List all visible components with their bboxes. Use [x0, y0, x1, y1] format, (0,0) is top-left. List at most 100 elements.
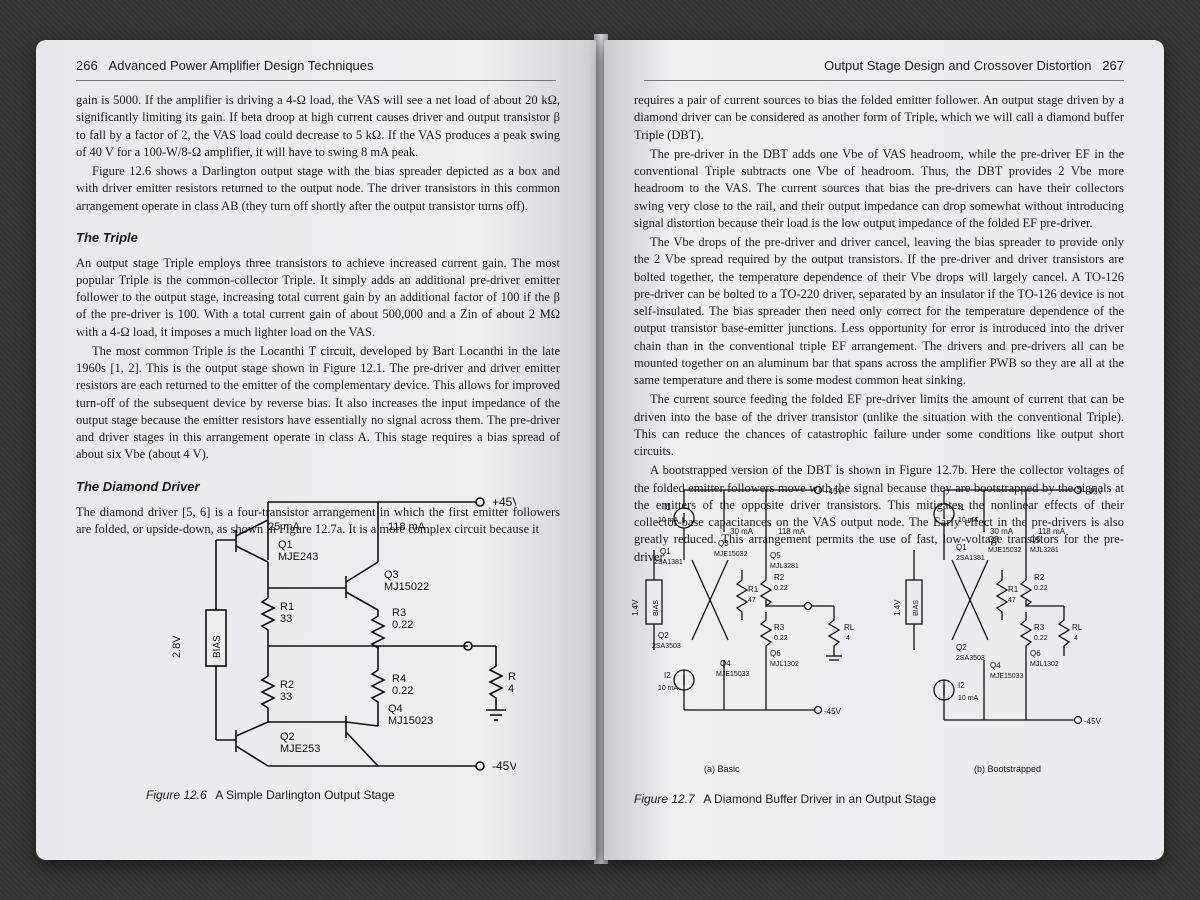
caption-text: A Diamond Buffer Driver in an Output Sta… — [703, 792, 936, 806]
left-running-title: Advanced Power Amplifier Design Techniqu… — [108, 58, 374, 73]
label-a-rl-val: 4 — [846, 635, 850, 642]
figure-12-7b: 118 mA 30 mA +45V -45V I1 10 mA I2 10 mA… — [893, 485, 1104, 774]
label-b-i2-val: 10 mA — [958, 695, 979, 702]
label-bias-voltage: 2.8V — [171, 635, 183, 658]
label-b-i1: I1 — [958, 503, 965, 512]
label-b-q1-part: 2SA1381 — [956, 555, 985, 562]
paragraph: The current source feeding the folded EF… — [634, 392, 1124, 458]
paragraph: requires a pair of current sources to bi… — [634, 93, 1124, 142]
label-a-r3: R3 — [774, 623, 785, 632]
figure-12-7-caption: Figure 12.7 A Diamond Buffer Driver in a… — [634, 792, 936, 806]
label-q1-part: MJE243 — [278, 551, 318, 563]
paragraph: The diamond driver [5, 6] is a four-tran… — [76, 504, 560, 536]
subcaption-basic: (a) Basic — [704, 764, 740, 774]
label-a-rl: RL — [844, 623, 855, 632]
label-r4-val: 0.22 — [392, 685, 413, 697]
label-a-q5: Q5 — [770, 551, 781, 560]
label-b-i1-val: 10 mA — [958, 517, 979, 524]
right-running-head: Output Stage Design and Crossover Distor… — [644, 58, 1124, 81]
label-b-r1-val: 47 — [1008, 597, 1016, 604]
label-a-118ma: 118 mA — [778, 527, 806, 536]
paragraph: The pre-driver in the DBT adds one Vbe o… — [634, 146, 1124, 230]
label-a-minus45v: -45V — [824, 707, 842, 716]
left-running-head: 266 Advanced Power Amplifier Design Tech… — [76, 58, 556, 81]
label-a-q5-part: MJL3281 — [770, 563, 799, 570]
label-a-q1: Q1 — [660, 547, 671, 556]
caption-number: Figure 12.7 — [634, 792, 695, 806]
section-heading-diamond: The Diamond Driver — [76, 478, 200, 494]
paragraph: Figure 12.6 shows a Darlington output st… — [76, 164, 560, 213]
label-b-r3-val: 0.22 — [1034, 635, 1048, 642]
paragraph: gain is 5000. If the amplifier is drivin… — [76, 93, 560, 159]
left-body-text: gain is 5000. If the amplifier is drivin… — [76, 92, 560, 540]
label-r1: R1 — [280, 601, 294, 613]
right-body-text: requires a pair of current sources to bi… — [634, 92, 1124, 568]
label-b-q4-part: MJE15033 — [990, 673, 1024, 680]
label-b-i2: I2 — [958, 681, 965, 690]
label-a-r1: R1 — [748, 585, 759, 594]
caption-text: A Simple Darlington Output Stage — [215, 788, 395, 802]
label-r2: R2 — [280, 679, 294, 691]
label-q1: Q1 — [278, 539, 293, 551]
label-25ma: 25 mA — [268, 521, 300, 533]
label-q2-part: MJE253 — [280, 743, 320, 755]
label-a-r3-val: 0.22 — [774, 635, 788, 642]
label-b-q4: Q4 — [990, 661, 1001, 670]
paragraph: The Vbe drops of the pre-driver and driv… — [634, 235, 1124, 387]
label-a-q4: Q4 — [720, 659, 731, 668]
label-b-bias: BIAS — [913, 600, 920, 616]
label-a-r2-val: 0.22 — [774, 585, 788, 592]
left-page-number: 266 — [76, 58, 98, 73]
label-b-rl: RL — [1072, 623, 1083, 632]
figure-12-7-schematic: 118 mA 30 mA +45V -45V I1 10 mA I2 10 mA… — [631, 485, 1104, 774]
label-a-q6: Q6 — [770, 649, 781, 658]
label-a-bias: BIAS — [653, 600, 660, 616]
label-a-q1-part: 2SA1381 — [654, 559, 683, 566]
label-b-q2-part: 2SA3503 — [956, 655, 985, 662]
label-a-i1: I1 — [664, 503, 671, 512]
figure-12-6-schematic: 25 mA 118 mA +45V -45V Q1 MJE243 Q3 MJ15… — [171, 495, 516, 773]
label-b-q1: Q1 — [956, 543, 967, 552]
label-a-i2-val: 10 mA — [658, 685, 679, 692]
label-r4: R4 — [392, 673, 406, 685]
label-r3: R3 — [392, 607, 406, 619]
label-bias: BIAS — [212, 635, 223, 658]
paragraph: An output stage Triple employs three tra… — [76, 255, 560, 339]
label-q3: Q3 — [384, 569, 399, 581]
label-b-q2: Q2 — [956, 643, 967, 652]
label-rl-val: 4 — [508, 683, 514, 695]
paragraph: The most common Triple is the Locanthi T… — [76, 343, 560, 462]
label-b-r2-val: 0.22 — [1034, 585, 1048, 592]
subcaption-bootstrapped: (b) Bootstrapped — [974, 764, 1041, 774]
label-r2-val: 33 — [280, 691, 292, 703]
label-a-i2: I2 — [664, 671, 671, 680]
label-b-r1: R1 — [1008, 585, 1019, 594]
figure-12-6-caption: Figure 12.6 A Simple Darlington Output S… — [146, 788, 395, 802]
label-b-118ma: 118 mA — [1038, 527, 1066, 536]
label-b-q3-part: MJE15032 — [988, 547, 1022, 554]
label-b-q6: Q6 — [1030, 649, 1041, 658]
right-running-title: Output Stage Design and Crossover Distor… — [824, 58, 1092, 73]
label-b-q6-part: MJL1302 — [1030, 661, 1059, 668]
caption-number: Figure 12.6 — [146, 788, 207, 802]
label-q4: Q4 — [388, 703, 403, 715]
label-a-q4-part: MJE15033 — [716, 671, 750, 678]
right-page-number: 267 — [1102, 58, 1124, 73]
label-q2: Q2 — [280, 731, 295, 743]
label-q4-part: MJ15023 — [388, 715, 433, 727]
label-r3-val: 0.22 — [392, 619, 413, 631]
label-b-q5-part: MJL3281 — [1030, 547, 1059, 554]
label-r1-val: 33 — [280, 613, 292, 625]
label-a-r2: R2 — [774, 573, 785, 582]
label-b-minus45v: -45V — [1084, 717, 1102, 726]
figure-12-7a: 118 mA 30 mA +45V -45V I1 10 mA I2 10 mA… — [631, 485, 855, 774]
label-a-q2-part: 2SA3503 — [652, 643, 681, 650]
label-b-q5: Q5 — [1030, 535, 1041, 544]
label-b-rl-val: 4 — [1074, 635, 1078, 642]
left-page: 266 Advanced Power Amplifier Design Tech… — [36, 40, 596, 860]
label-a-i1-val: 10 mA — [658, 517, 679, 524]
label-minus45v: -45V — [492, 759, 516, 773]
label-plus45v: +45V — [492, 495, 516, 509]
right-page: Output Stage Design and Crossover Distor… — [604, 40, 1164, 860]
label-a-q6-part: MJL1302 — [770, 661, 799, 668]
